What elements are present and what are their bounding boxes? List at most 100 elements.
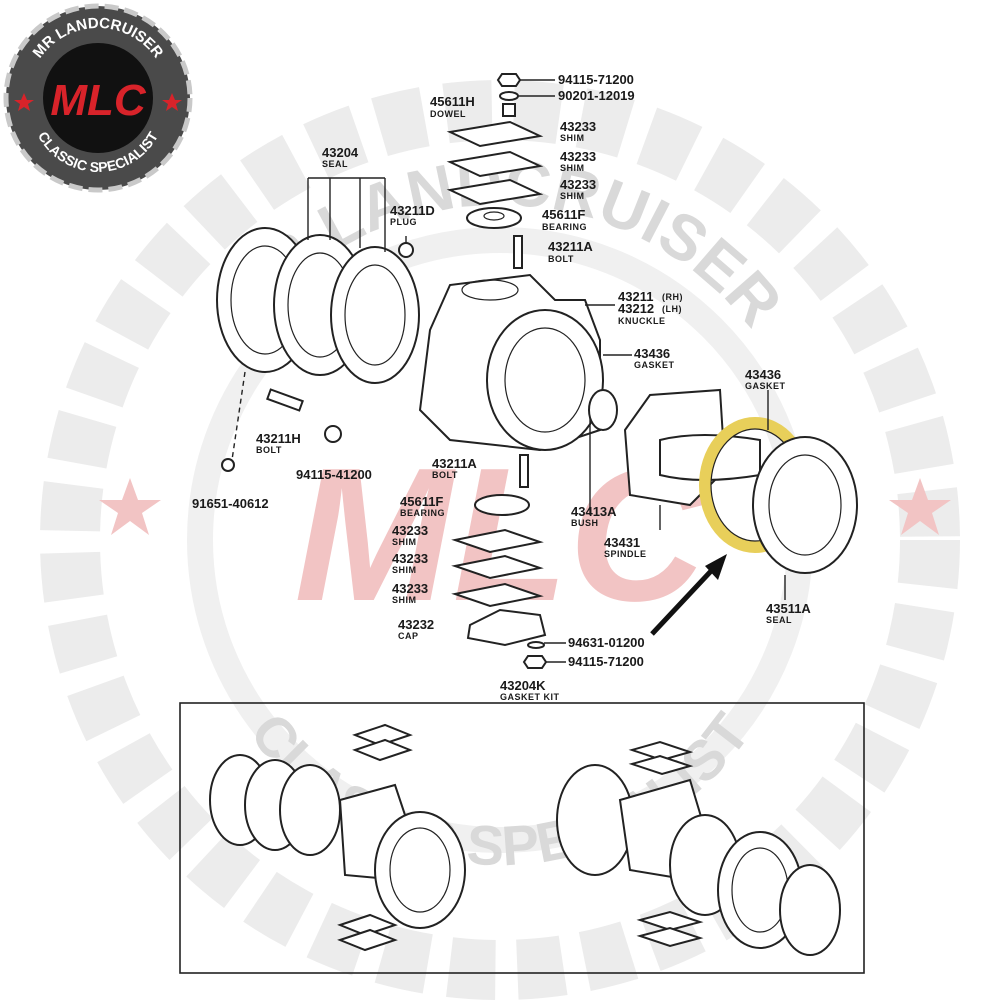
part-desc-label: SEAL [766,615,792,625]
part-number-label: 43436 [634,346,670,361]
top-kingpin-stack [446,73,544,269]
part-desc-label: BUSH [571,518,599,528]
part-number-label: 43233 [560,177,596,192]
shim-icon [451,582,544,608]
part-number-label: 43211D [390,203,435,218]
part-desc-label: BEARING [542,222,587,232]
shim-icon [446,178,544,206]
gasket-kit-section [179,702,865,974]
shim-icon [451,554,544,580]
part-desc-label: DOWEL [430,109,466,119]
bolt-icon [266,388,304,412]
part-labels: 94115-71200 90201-12019 45611H DOWEL 432… [192,72,811,702]
nut-icon [522,655,548,669]
knuckle-top-boss-icon [461,279,519,301]
part-number-label: 43436 [745,367,781,382]
dowel-icon [502,103,516,117]
part-number-label: 90201-12019 [558,88,635,103]
knuckle-bore-icon [504,327,586,433]
gasket-kit-desc: GASKET KIT [500,692,560,702]
part-desc-label: SEAL [322,159,348,169]
part-desc-label: (LH) [662,304,682,314]
seal-rings [216,177,420,384]
part-number-label: 45611H [430,94,475,109]
part-number-label: 94115-71200 [558,72,634,87]
part-number-label: 43211A [548,239,593,254]
part-desc-label: SPINDLE [604,549,647,559]
part-number-label: 43211 [618,289,653,304]
bottom-kingpin-stack [451,454,548,669]
part-number-label: 91651-40612 [192,496,269,511]
part-number-label: 43233 [560,149,596,164]
logo-star-right [162,93,182,111]
part-desc-label: BEARING [400,508,445,518]
part-number-label: 43211A [432,456,477,471]
kit-right-assembly [556,740,841,956]
bolt-icon [519,454,529,488]
pointer-arrow-head-icon [705,554,727,580]
part-number-label: 43233 [560,119,596,134]
part-desc-label: CAP [398,631,419,641]
part-desc-label: SHIM [560,133,585,143]
part-number-label: 43204 [322,145,359,160]
part-number-label: 43413A [571,504,617,519]
logo-inner-circle [43,43,153,153]
part-desc-label: BOLT [548,254,574,264]
left-fasteners [221,371,342,472]
part-desc-label: BOLT [256,445,282,455]
nut-icon [496,73,522,87]
bearing-icon [474,494,530,516]
part-number-label: 45611F [542,207,585,222]
part-desc-label: SHIM [392,565,417,575]
part-number-label: 43232 [398,617,434,632]
part-number-label: 43212 [618,301,654,316]
gasket-kit-frame [179,702,865,974]
gasket-kit-number: 43204K [500,678,546,693]
watermark-star-left [99,478,161,535]
part-number-label: 43233 [392,523,428,538]
part-number-label: 43431 [604,535,640,550]
part-desc-label: SHIM [392,595,417,605]
brand-logo: MR LANDCRUISER CLASSIC SPECIALIST MLC [3,3,193,193]
part-desc-label: (RH) [662,292,683,302]
washer-icon [527,641,545,649]
bearing-race-icon [483,211,505,221]
pointer-arrow-shaft [650,568,714,636]
plug-icon [398,242,414,258]
kit-left-assembly [209,723,466,952]
part-number-label: 43211H [256,431,301,446]
part-desc-label: PLUG [390,217,417,227]
part-number-label: 43233 [392,551,428,566]
bearing-icon [466,207,522,229]
seal-ring-icon [330,246,420,384]
shim-icon [446,120,544,148]
nut-icon [324,425,342,443]
part-desc-label: SHIM [560,191,585,201]
bush-icon [588,389,618,431]
seal-43511a-inner-icon [768,454,842,556]
part-number-label: 94631-01200 [568,635,645,650]
watermark-gear-ring [40,80,960,1000]
spindle-assembly [588,388,858,636]
part-number-label: 43511A [766,601,811,616]
part-desc-label: SHIM [392,537,417,547]
part-desc-label: KNUCKLE [618,316,666,326]
part-desc-label: SHIM [560,163,585,173]
part-number-label: 94115-71200 [568,654,644,669]
part-desc-label: BOLT [432,470,458,480]
shim-icon [451,528,544,554]
part-number-label: 94115-41200 [296,467,372,482]
cap-icon [466,608,547,647]
part-desc-label: GASKET [634,360,675,370]
part-desc-label: GASKET [745,381,786,391]
knuckle-housing [418,273,604,452]
shim-icon [446,150,544,178]
logo-mark: MLC [50,76,147,125]
washer-icon [499,91,519,101]
bolt-head-icon [221,458,235,472]
logo-star-left [14,93,34,111]
part-number-label: 43233 [392,581,428,596]
part-number-label: 45611F [400,494,443,509]
watermark-star-right [889,478,951,535]
